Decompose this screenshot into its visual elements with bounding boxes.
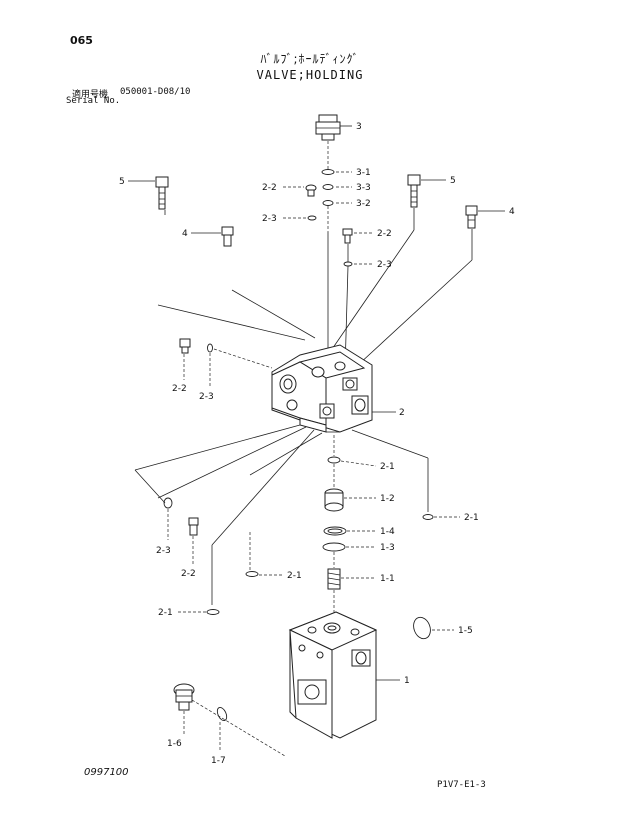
part-5-bolt-left bbox=[155, 176, 169, 210]
callout-4-right: 4 bbox=[509, 207, 515, 217]
callout-1-1: 1-1 bbox=[380, 574, 395, 584]
part-3-cartridge bbox=[315, 114, 352, 141]
callout-1-4: 1-4 bbox=[380, 527, 395, 537]
callout-5-left: 5 bbox=[119, 177, 125, 187]
callout-1-5: 1-5 bbox=[458, 626, 473, 636]
part-2-2-plug-top bbox=[305, 184, 317, 197]
part-3-3-ring bbox=[322, 184, 334, 190]
sheet-code: P1V7-E1-3 bbox=[437, 780, 486, 790]
callout-2: 2 bbox=[399, 408, 405, 418]
part-5-bolt-right bbox=[407, 174, 421, 208]
part-1-4-backup-ring bbox=[323, 526, 347, 536]
part-2-valve-body bbox=[271, 344, 373, 433]
part-1-6-plug bbox=[173, 683, 195, 711]
page-code: 065 bbox=[70, 34, 93, 47]
part-1-3-oring bbox=[322, 542, 346, 552]
callout-2-3-mid: 2-3 bbox=[377, 260, 392, 270]
callout-3: 3 bbox=[356, 122, 362, 132]
part-4-bolt-right bbox=[465, 205, 478, 229]
part-1-7-oring bbox=[216, 706, 228, 722]
part-3-2-ring bbox=[322, 200, 334, 206]
part-2-1-oring-right bbox=[422, 514, 434, 520]
callout-2-1-a: 2-1 bbox=[380, 462, 395, 472]
callout-5-right: 5 bbox=[450, 176, 456, 186]
callout-3-1: 3-1 bbox=[356, 168, 371, 178]
part-4-bolt-left bbox=[221, 226, 234, 247]
callout-2-1-b: 2-1 bbox=[287, 571, 302, 581]
callout-2-2-bottom-left: 2-2 bbox=[181, 569, 196, 579]
part-3-1-oring bbox=[321, 169, 335, 175]
callout-2-2-lower-left: 2-2 bbox=[172, 384, 187, 394]
part-1-5-large-oring bbox=[413, 616, 431, 640]
serial-label-japanese: 適用号機 bbox=[72, 90, 109, 100]
callout-2-3-bottom-left: 2-3 bbox=[156, 546, 171, 556]
callout-2-1-c: 2-1 bbox=[158, 608, 173, 618]
callout-4-left: 4 bbox=[182, 229, 188, 239]
callout-2-3-lower-left: 2-3 bbox=[199, 392, 214, 402]
callout-2-2-top: 2-2 bbox=[262, 183, 277, 193]
serial-number-range: 050001-D08/10 bbox=[120, 87, 191, 97]
part-1-1-spring bbox=[327, 568, 341, 590]
callout-3-3: 3-3 bbox=[356, 183, 371, 193]
callout-3-2: 3-2 bbox=[356, 199, 371, 209]
part-1-2-piston bbox=[324, 488, 344, 512]
callout-2-1-right: 2-1 bbox=[464, 513, 479, 523]
callout-1-6: 1-6 bbox=[167, 739, 182, 749]
title-english: VALVE;HOLDING bbox=[256, 68, 364, 82]
part-2-1-oring-a bbox=[327, 456, 341, 464]
drawing-number: 0997100 bbox=[84, 767, 129, 778]
part-2-2-plug-left bbox=[179, 338, 191, 354]
title-japanese: ﾊﾞﾙﾌﾞ;ﾎｰﾙﾃﾞｨﾝｸﾞ bbox=[260, 52, 360, 66]
callout-2-2-mid: 2-2 bbox=[377, 229, 392, 239]
part-2-1-oring-b bbox=[245, 571, 259, 577]
callout-1-2: 1-2 bbox=[380, 494, 395, 504]
part-2-3-ring-bottom-left bbox=[163, 497, 173, 509]
callout-1-7: 1-7 bbox=[211, 756, 226, 766]
part-1-housing bbox=[288, 611, 378, 739]
part-2-1-oring-c bbox=[206, 609, 220, 615]
part-2-2-plug-mid bbox=[342, 228, 353, 244]
part-2-3-ring-mid bbox=[343, 261, 353, 267]
serial-label-english: Serial No. bbox=[66, 96, 121, 106]
callout-1: 1 bbox=[404, 676, 410, 686]
part-2-3-ring-left bbox=[207, 343, 213, 353]
part-2-2-plug-bottom-left bbox=[188, 517, 199, 536]
callout-2-3-top: 2-3 bbox=[262, 214, 277, 224]
callout-1-3: 1-3 bbox=[380, 543, 395, 553]
part-2-3-ring-top bbox=[307, 215, 317, 221]
